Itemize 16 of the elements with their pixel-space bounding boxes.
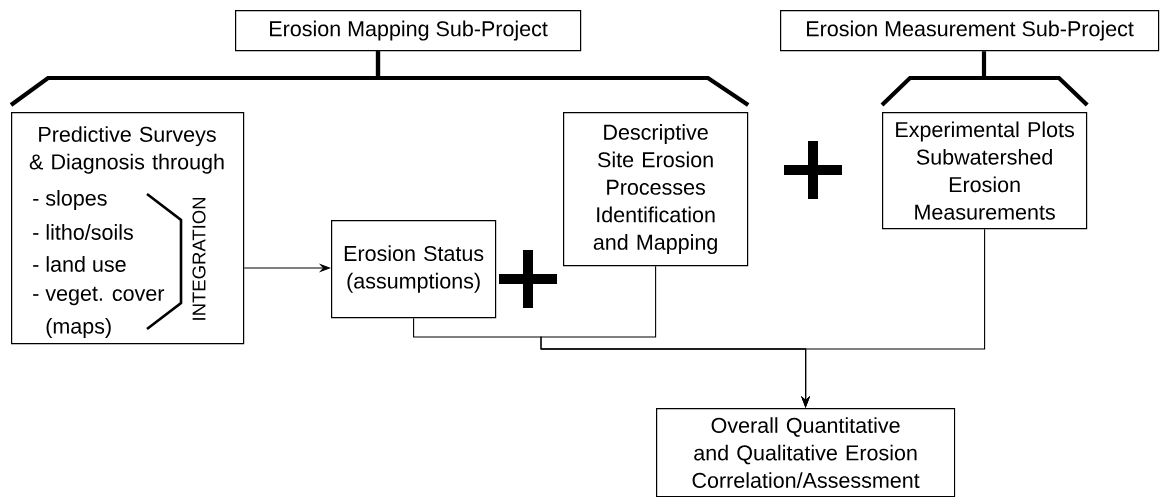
result-box: Overall Quantitative and Qualitative Erosion Correlation/Assessment <box>656 408 956 497</box>
bracket-connector <box>375 51 750 107</box>
box-heading: Predictive Surveys & Diagnosis through <box>29 126 224 174</box>
process-box: Erosion Status (assumptions) <box>331 220 497 319</box>
list-item: - litho/soils <box>33 224 133 240</box>
project-box: Erosion Measurement Sub-Project <box>780 10 1160 52</box>
list-item: - slopes <box>33 190 107 210</box>
list-item: (maps) <box>46 318 111 338</box>
vertical-label: INTEGRATION <box>192 197 206 320</box>
bracket-connector <box>879 49 1090 108</box>
list-item: - veget. cover <box>33 286 165 306</box>
list-item: - land use <box>33 256 126 272</box>
process-box: Descriptive Site Erosion Processes Identification and Mapping <box>563 112 749 267</box>
process-box: Experimental Plots Subwatershed Erosion Measurements <box>882 112 1088 230</box>
process-box <box>11 112 245 345</box>
project-box: Erosion Mapping Sub-Project <box>235 10 582 52</box>
